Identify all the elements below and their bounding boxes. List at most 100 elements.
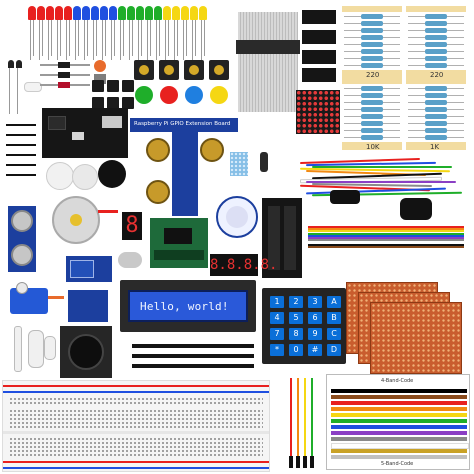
color-band-row: [331, 431, 467, 435]
led: [181, 6, 189, 62]
servo-horn: [28, 330, 44, 368]
jumper-wires: [296, 156, 466, 228]
resistor: [425, 93, 447, 98]
keypad-key: D: [327, 344, 341, 356]
color-band-row: [331, 419, 467, 423]
buzzer: [72, 164, 98, 190]
resistor: [361, 100, 383, 105]
resistor: [425, 42, 447, 47]
resistor-tape: [406, 142, 466, 150]
led: [109, 6, 117, 62]
ic-chip: [302, 10, 336, 24]
led-row: [28, 6, 208, 62]
keypad-key: 7: [270, 328, 284, 340]
resistor: [425, 56, 447, 61]
power-supply-module: [42, 108, 128, 158]
passive-buzzer: [46, 162, 74, 190]
ic-chip: [302, 68, 336, 82]
resistor: [425, 114, 447, 119]
resistor: [425, 14, 447, 19]
jumper-wire: [312, 166, 452, 168]
button-cap: [185, 86, 203, 104]
led: [127, 6, 135, 62]
servo-motor: [10, 282, 48, 314]
tactile-button: [92, 80, 104, 92]
female-wire: [304, 378, 306, 458]
pir-sensor: [216, 196, 258, 238]
resistor: [361, 121, 383, 126]
keypad-key: C: [327, 328, 341, 340]
resistor-tape: [342, 78, 402, 84]
led: [145, 6, 153, 62]
led: [199, 6, 207, 62]
chart-title-5band: 5-Band-Code: [381, 461, 414, 467]
keypad-key: A: [327, 296, 341, 308]
resistor: [425, 135, 447, 140]
ribbon-strand: [308, 243, 464, 246]
female-header: [303, 456, 307, 468]
resistor: [361, 86, 383, 91]
resistor: [425, 28, 447, 33]
tactile-button: [122, 97, 134, 109]
button-caps: [134, 60, 234, 110]
keypad-key: 2: [289, 296, 303, 308]
battery-holder: [262, 198, 302, 278]
resistor: [361, 128, 383, 133]
led: [190, 6, 198, 62]
female-header: [296, 456, 300, 468]
servo-wire: [48, 296, 64, 299]
color-band-row: [331, 443, 469, 449]
color-band-row: [331, 407, 467, 411]
dc-motor: [118, 252, 142, 268]
tactile-button-large: [184, 60, 204, 80]
led: [64, 6, 72, 62]
resistor: [425, 86, 447, 91]
ic-chip: [302, 30, 336, 44]
resistor: [361, 63, 383, 68]
keypad-key: 3: [308, 296, 322, 308]
tactile-button: [92, 97, 104, 109]
seven-segment-four-digit: 8.8.8.8.: [210, 254, 277, 276]
color-band-row: [331, 449, 467, 453]
resistor-tape: [342, 70, 402, 78]
led: [37, 6, 45, 62]
ribbon-strand: [308, 239, 464, 242]
dc-barrel-jack: [330, 190, 360, 204]
tactile-buttons: [92, 80, 136, 114]
led: [82, 6, 90, 62]
female-wire: [290, 378, 292, 458]
led: [28, 6, 36, 62]
potentiometer: [200, 138, 224, 162]
rainbow-jumper-cable: [308, 226, 464, 250]
led: [91, 6, 99, 62]
ribbon-strand: [308, 245, 464, 248]
led-dot-matrix: [296, 90, 340, 134]
resistor: [425, 121, 447, 126]
prototype-pcb: [370, 302, 462, 374]
resistor: [425, 35, 447, 40]
lcd-text: Hello, world!: [140, 300, 229, 313]
keypad-key: #: [308, 344, 322, 356]
gpio-board-label: Raspberry Pi GPIO Extension Board: [134, 121, 231, 127]
tactile-button: [107, 80, 119, 92]
resistor-value-label: 220: [366, 71, 380, 79]
dht11-sensor: [230, 152, 248, 176]
header-pins: [132, 354, 254, 358]
diode-body: [58, 62, 70, 68]
resistor: [361, 49, 383, 54]
potentiometer: [146, 180, 170, 204]
led: [100, 6, 108, 62]
resistor-tape: [406, 6, 466, 12]
seven-segment-single: 8: [122, 212, 142, 240]
led: [172, 6, 180, 62]
ribbon-strand: [308, 230, 464, 233]
ribbon-strand: [308, 234, 464, 237]
resistor-value-label: 220: [430, 71, 444, 79]
keypad-key: 0: [289, 344, 303, 356]
resistor-tape: [406, 78, 466, 84]
accelerometer-module: [68, 290, 108, 322]
resistor: [425, 100, 447, 105]
